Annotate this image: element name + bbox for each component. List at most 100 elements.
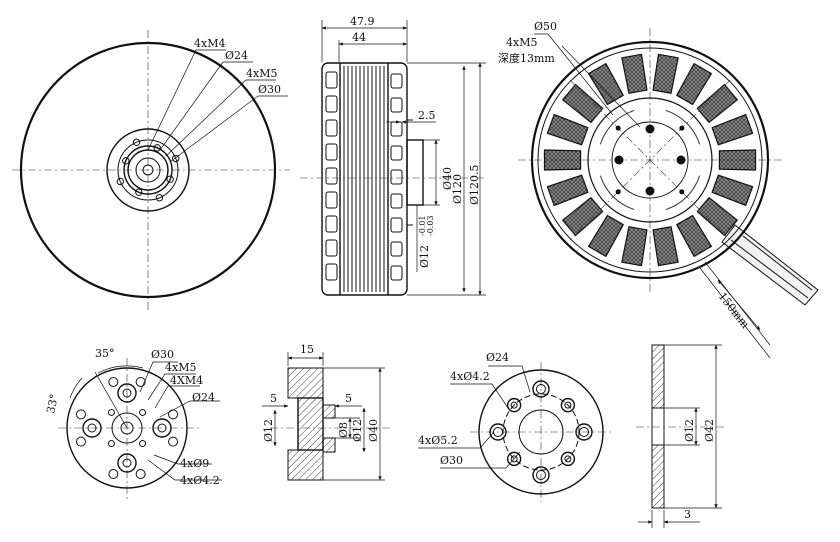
adapter-large-hole bbox=[575, 423, 593, 441]
rear-mesh-segment bbox=[676, 63, 713, 106]
side-vent-slot bbox=[325, 263, 338, 281]
rear-mesh-segment bbox=[621, 53, 648, 94]
front-bolt-hole bbox=[116, 177, 124, 186]
mount-large-hole bbox=[82, 418, 102, 438]
front-d24-label: Ø24 bbox=[225, 49, 248, 62]
side-cooling-slot bbox=[390, 73, 403, 89]
mount-d30-label: Ø30 bbox=[151, 348, 174, 361]
mount-large-hole-inner bbox=[122, 458, 132, 468]
side-44-label: 44 bbox=[352, 31, 366, 44]
rear-mesh-segment bbox=[652, 226, 679, 267]
adapter-small-hole bbox=[560, 451, 576, 467]
mount-small-hole bbox=[75, 409, 86, 420]
washer-d12-label: Ø12 bbox=[683, 419, 696, 442]
mount-large-hole-inner bbox=[87, 423, 97, 433]
rear-mesh-segment bbox=[711, 113, 754, 146]
mount-large-hole bbox=[117, 383, 137, 403]
front-bolt-hole bbox=[153, 144, 161, 152]
adapter-4x5-2-label: 4xØ5.2 bbox=[418, 434, 458, 447]
adapter-large-hole-inner bbox=[536, 470, 546, 480]
washer-3-label: 3 bbox=[684, 508, 691, 521]
hub-5b-label: 5 bbox=[345, 392, 352, 405]
mount-small-hole bbox=[135, 469, 146, 480]
front-bolt-hole bbox=[166, 175, 174, 183]
side-view: 47.9 44 2.5 Ø40 Ø120 Ø120.5 Ø12 -0.01 -0… bbox=[300, 15, 486, 296]
side-cooling-slot bbox=[390, 265, 403, 281]
rear-mesh-segment bbox=[546, 174, 589, 207]
side-vent-slot bbox=[325, 239, 338, 257]
front-view: 4xM4 Ø24 4xM5 Ø30 bbox=[12, 30, 290, 312]
side-47-9-label: 47.9 bbox=[350, 15, 375, 28]
front-bolt-hole bbox=[122, 157, 130, 165]
rear-4xm5-label: 4xM5 bbox=[506, 36, 537, 49]
rear-view: 150mm Ø50 4xM5 深度13mm bbox=[498, 20, 819, 359]
rear-mesh-segment bbox=[621, 226, 648, 267]
side-cooling-slot bbox=[390, 97, 403, 113]
rear-small-hole bbox=[679, 189, 685, 195]
mount-small-hole bbox=[108, 469, 119, 480]
rear-small-hole bbox=[679, 125, 685, 131]
side-vent-slot bbox=[325, 191, 338, 209]
rear-mesh-segment bbox=[562, 83, 604, 123]
mount-small-hole bbox=[168, 436, 179, 447]
rear-mesh-segment bbox=[587, 214, 624, 257]
adapter-4x4-2-label: 4xØ4.2 bbox=[450, 370, 490, 383]
mount-inner-hole bbox=[139, 440, 147, 448]
hub-15-label: 15 bbox=[300, 343, 314, 356]
rear-mesh-segment bbox=[562, 197, 604, 237]
side-cooling-slot bbox=[390, 169, 403, 185]
side-vent-slot bbox=[325, 167, 338, 185]
side-vent-slot bbox=[325, 119, 338, 137]
side-cooling-slot bbox=[390, 145, 403, 161]
adapter-large-hole bbox=[532, 380, 550, 398]
adapter-large-hole bbox=[489, 423, 507, 441]
side-d120-label: Ø120 bbox=[451, 174, 464, 204]
rear-mesh-segment bbox=[711, 174, 754, 207]
mount-inner-hole bbox=[107, 408, 115, 416]
rear-mesh-segment bbox=[652, 53, 679, 94]
side-tol-upper-label: -0.01 bbox=[418, 215, 427, 236]
mount-35-label: 35° bbox=[95, 347, 115, 360]
side-cooling-slot bbox=[390, 121, 403, 137]
rear-small-hole bbox=[615, 189, 621, 195]
adapter-large-hole bbox=[532, 466, 550, 484]
rear-arc-slot bbox=[665, 110, 700, 145]
mount-plate-view: 35° 33° Ø30 4xM5 4XM4 Ø24 4xØ9 4xØ4.2 bbox=[44, 347, 222, 500]
front-bolt-hole bbox=[132, 138, 141, 146]
hub-d12b-label: Ø12 bbox=[351, 419, 364, 442]
side-cooling-slot bbox=[390, 193, 403, 209]
mount-inner-hole bbox=[107, 440, 115, 448]
rear-small-hole bbox=[615, 125, 621, 131]
hub-d40-label: Ø40 bbox=[367, 419, 380, 442]
side-d12-label: Ø12 bbox=[418, 245, 431, 268]
washer-d42-label: Ø42 bbox=[703, 419, 716, 442]
rear-mesh-segment bbox=[676, 214, 713, 257]
rear-threaded-hole bbox=[645, 124, 655, 134]
front-4xm4-label: 4xM4 bbox=[194, 37, 225, 50]
adapter-small-hole-inner bbox=[564, 401, 572, 409]
side-vent-slot bbox=[325, 71, 338, 89]
side-d40-label: Ø40 bbox=[441, 167, 454, 190]
side-vent-slot bbox=[325, 215, 338, 233]
mount-33-label: 33° bbox=[44, 393, 61, 415]
rear-arc-slot bbox=[600, 110, 635, 145]
adapter-large-hole-inner bbox=[493, 427, 503, 437]
mount-large-hole-inner bbox=[157, 423, 167, 433]
side-cooling-slot bbox=[390, 241, 403, 257]
rear-150mm-label: 150mm bbox=[716, 290, 752, 331]
side-cooling-slot bbox=[390, 217, 403, 233]
mount-large-hole-inner bbox=[122, 388, 132, 398]
hub-d8-label: Ø8 bbox=[337, 422, 350, 438]
mount-small-hole bbox=[135, 376, 146, 387]
mount-4x4-2-label: 4xØ4.2 bbox=[180, 474, 220, 487]
mount-d24-label: Ø24 bbox=[192, 391, 215, 404]
mount-4x9-label: 4xØ9 bbox=[180, 457, 209, 470]
rear-threaded-hole bbox=[614, 155, 624, 165]
mount-inner-hole bbox=[139, 408, 147, 416]
mount-large-hole bbox=[152, 418, 172, 438]
rear-mesh-segment bbox=[696, 197, 738, 237]
mount-4xm4-label: 4XM4 bbox=[170, 374, 203, 387]
rear-mesh-segment bbox=[696, 83, 738, 123]
adapter-plate-view: Ø24 4xØ4.2 4xØ5.2 Ø30 bbox=[418, 351, 612, 502]
adapter-small-hole bbox=[560, 397, 576, 413]
